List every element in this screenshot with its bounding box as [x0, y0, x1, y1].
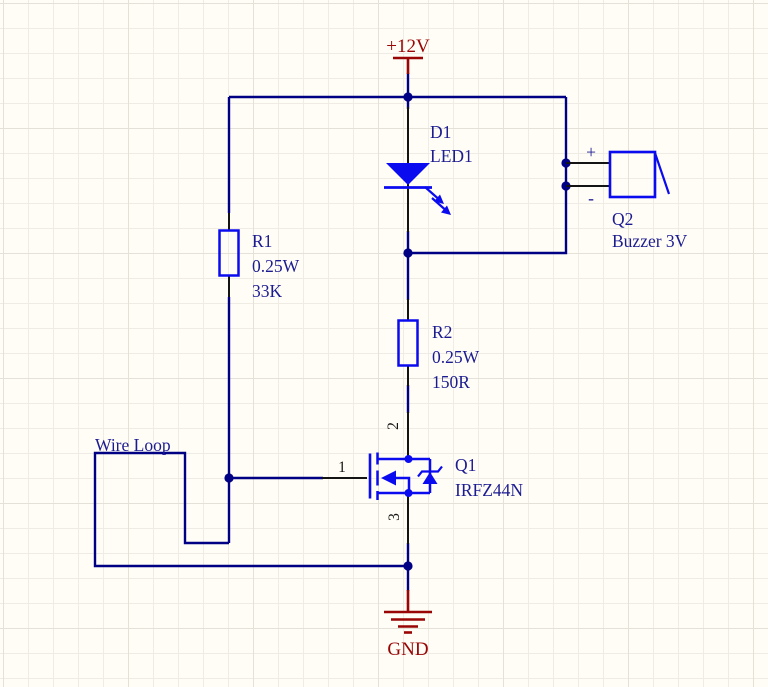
r2-designator[interactable]: R2 [432, 322, 452, 342]
q2-body [608, 150, 657, 199]
component-q1-mosfet[interactable]: 1 2 3 Q1 IRFZ44N [322, 412, 523, 544]
wire-loop-label[interactable]: Wire Loop [95, 435, 171, 455]
vcc-label[interactable]: +12V [386, 36, 430, 57]
power-flag-12v[interactable]: +12V [386, 36, 430, 74]
q1-body-diode-cathode [417, 465, 443, 478]
q1-pin-drain: 2 [385, 422, 402, 430]
junction-dot [403, 248, 413, 258]
q1-inner-dot-source [404, 489, 413, 497]
q2-actuator-line [653, 152, 671, 195]
r2-power-rating[interactable]: 0.25W [432, 347, 480, 367]
r2-body [397, 319, 419, 367]
r1-value[interactable]: 33K [252, 281, 283, 301]
gnd-label[interactable]: GND [387, 639, 428, 660]
junction-dot [403, 561, 413, 571]
r1-designator[interactable]: R1 [252, 231, 272, 251]
q1-inner-dot-drain [404, 455, 413, 463]
q1-source-inner [395, 476, 411, 493]
q1-body-diode-triangle [422, 472, 438, 484]
wire-buzzer-branch[interactable] [408, 97, 568, 255]
led-emission-arrowhead-2 [441, 205, 451, 215]
led-emission-arrow-2 [431, 197, 446, 211]
junctions [224, 92, 571, 571]
wire-loop[interactable] [93, 451, 407, 568]
component-q2-buzzer[interactable]: + - Q2 Buzzer 3V [566, 142, 688, 251]
q2-designator[interactable]: Q2 [612, 209, 633, 229]
component-d1-led[interactable]: D1 LED1 [384, 107, 473, 232]
q1-designator[interactable]: Q1 [455, 455, 476, 475]
led-emission-arrow-1 [424, 186, 439, 200]
ground-flag[interactable]: GND [384, 590, 432, 660]
q2-plus-mark: + [586, 142, 596, 162]
r2-value[interactable]: 150R [432, 372, 470, 392]
junction-dot [403, 92, 413, 102]
q1-pin-gate: 1 [338, 459, 346, 476]
d1-value[interactable]: LED1 [430, 146, 473, 166]
q1-value[interactable]: IRFZ44N [455, 480, 523, 500]
junction-dot [224, 473, 234, 483]
led-triangle [386, 163, 430, 185]
r1-body [218, 229, 240, 277]
q1-arrow [381, 470, 396, 486]
wires [93, 73, 568, 591]
component-r1-resistor[interactable]: R1 0.25W 33K [218, 213, 300, 301]
d1-designator[interactable]: D1 [430, 122, 451, 142]
q1-pin-source: 3 [386, 513, 403, 521]
r1-power-rating[interactable]: 0.25W [252, 256, 300, 276]
component-r2-resistor[interactable]: R2 0.25W 150R [397, 299, 480, 392]
q2-value[interactable]: Buzzer 3V [612, 231, 688, 251]
q2-minus-mark: - [588, 188, 594, 208]
